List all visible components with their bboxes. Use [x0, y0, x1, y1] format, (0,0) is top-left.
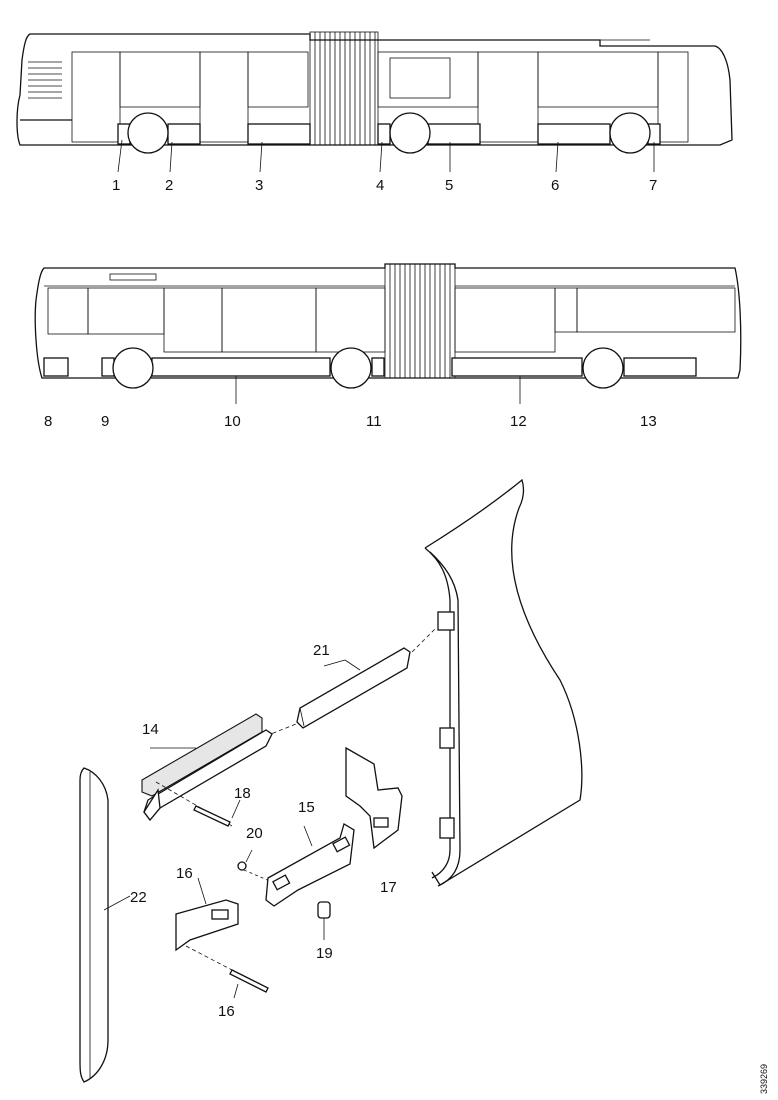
callout-label: 15 — [298, 799, 315, 816]
part-19-clip: 19 — [316, 901, 333, 962]
callout-label: 1 — [112, 177, 120, 194]
callout-label: 5 — [445, 177, 453, 194]
callout-label: 9 — [101, 413, 109, 430]
bus-side-view-bottom: 8 9 10 11 12 13 — [34, 263, 742, 430]
part-16-screw: 16 — [185, 945, 269, 1020]
part-17-bracket: 17 — [345, 746, 403, 896]
wheel — [389, 112, 431, 154]
part-15-bracket: 15 — [265, 799, 355, 907]
callout-label: 10 — [224, 413, 241, 430]
callout-label: 16 — [218, 1003, 235, 1020]
callout-label: 11 — [366, 413, 382, 430]
callout-label: 16 — [176, 865, 193, 882]
callout-label: 12 — [510, 413, 527, 430]
wheel — [112, 347, 154, 389]
callout-label: 18 — [234, 785, 251, 802]
part-16-plate: 16 — [175, 865, 239, 952]
bus-side-view-top: 1 2 3 4 5 6 7 — [16, 31, 733, 194]
callout-label: 17 — [380, 879, 397, 896]
callout-label: 2 — [165, 177, 173, 194]
callout-label: 4 — [376, 177, 384, 194]
articulation-bellows-top — [309, 31, 379, 146]
callout-label: 3 — [255, 177, 263, 194]
callout-label: 7 — [649, 177, 657, 194]
bus-front-grille — [28, 61, 62, 99]
callout-label: 13 — [640, 413, 657, 430]
wheel — [609, 112, 651, 154]
wheel — [582, 347, 624, 389]
callout-label: 8 — [44, 413, 52, 430]
wheel — [330, 347, 372, 389]
body-panel — [424, 478, 583, 887]
callout-label: 21 — [313, 642, 330, 659]
part-20-nut: 20 — [237, 825, 273, 883]
callout-label: 14 — [142, 721, 159, 738]
callout-label: 19 — [316, 945, 333, 962]
callout-label: 6 — [551, 177, 559, 194]
articulation-bellows-bottom — [384, 263, 456, 379]
part-22-corner-strip: 22 — [79, 767, 147, 1083]
callout-label: 20 — [246, 825, 263, 842]
part-14-rail: 14 — [141, 713, 273, 822]
wheel — [127, 112, 169, 154]
exploded-view: 21 14 18 20 15 — [79, 478, 583, 1083]
callout-label: 22 — [130, 889, 147, 906]
part-21-trim-strip: 21 — [265, 627, 437, 737]
part-18-screw: 18 — [155, 781, 251, 827]
document-number: 339269 — [759, 1064, 769, 1094]
